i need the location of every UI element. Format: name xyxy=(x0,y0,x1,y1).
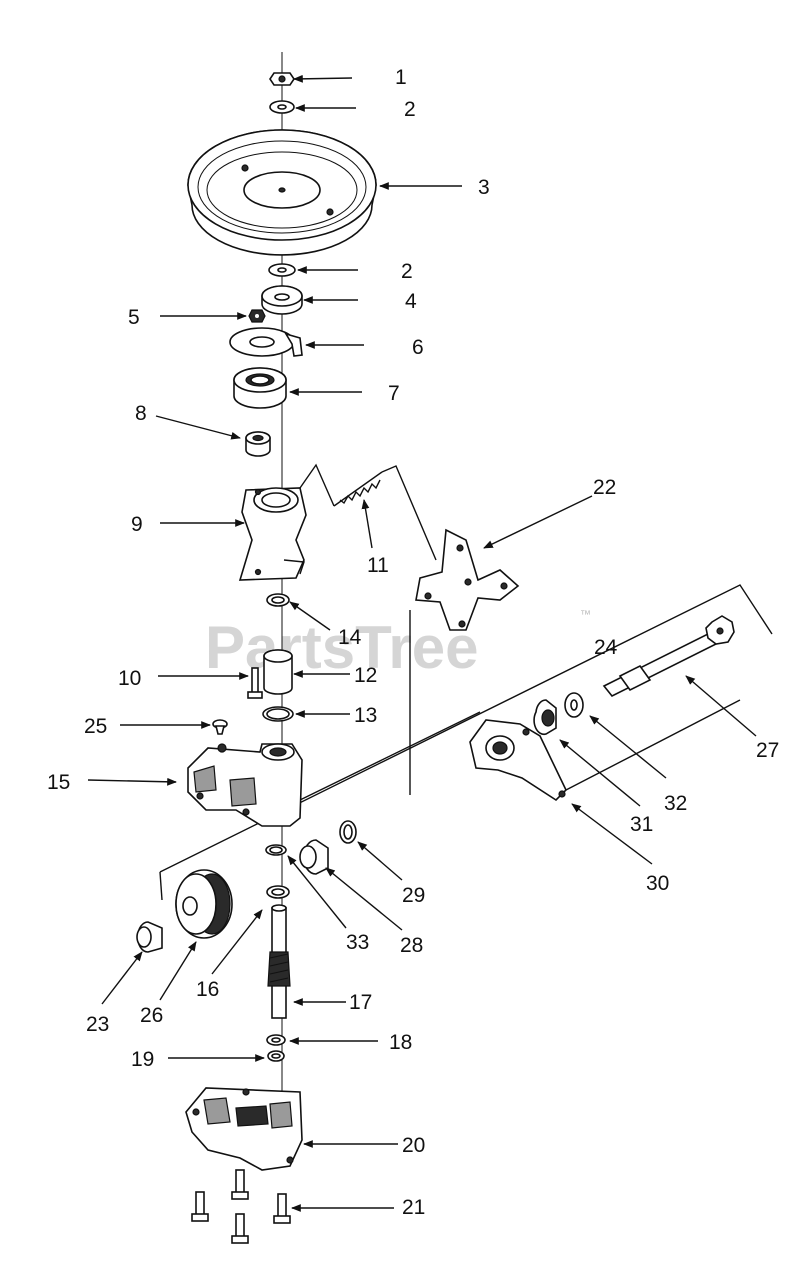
part-24-axle-outline xyxy=(159,584,773,901)
callout-6: 6 xyxy=(412,336,424,359)
callout-29: 29 xyxy=(402,884,425,907)
callout-16: 16 xyxy=(196,978,219,1001)
callout-8: 8 xyxy=(135,402,147,425)
callout-13: 13 xyxy=(354,704,377,727)
callout-18: 18 xyxy=(389,1031,412,1054)
watermark-trademark: ™ xyxy=(580,609,591,621)
part-6-bracket xyxy=(229,327,303,357)
callout-7: 7 xyxy=(388,382,400,405)
callout-14: 14 xyxy=(338,626,362,649)
part-4-hub xyxy=(261,285,303,315)
part-7-bearing xyxy=(233,367,287,409)
part-33-washer xyxy=(265,844,287,856)
part-32-washer xyxy=(564,692,584,718)
part-16-washer xyxy=(266,885,290,899)
callout-2: 2 xyxy=(404,98,416,121)
part-11-spring-link xyxy=(299,463,437,561)
callout-25: 25 xyxy=(84,715,107,738)
part-10-bolt xyxy=(247,667,263,699)
part-8-bushing xyxy=(245,431,271,457)
part-18-washer xyxy=(266,1034,286,1046)
callout-30: 30 xyxy=(646,872,669,895)
callout-32: 32 xyxy=(664,792,687,815)
callout-17: 17 xyxy=(349,991,372,1014)
callout-28: 28 xyxy=(400,934,423,957)
part-12-bushing xyxy=(263,649,293,695)
part-5-nut xyxy=(248,309,266,323)
leader-arrows xyxy=(87,74,757,1212)
callout-31: 31 xyxy=(630,813,653,836)
callout-5: 5 xyxy=(128,306,140,329)
callout-23: 23 xyxy=(86,1013,109,1036)
part-21-bolts xyxy=(191,1169,291,1244)
part-27-output-shaft xyxy=(602,615,735,698)
part-23-bushing xyxy=(136,921,163,953)
part-31-bushing xyxy=(533,699,557,736)
callout-4: 4 xyxy=(405,290,417,313)
callout-12: 12 xyxy=(354,664,377,687)
callout-22: 22 xyxy=(593,476,616,499)
part-20-lower-housing xyxy=(185,1087,303,1171)
callout-10: 10 xyxy=(118,667,141,690)
part-28-bushing xyxy=(299,839,329,875)
part-17-worm-shaft xyxy=(267,904,291,1019)
callout-24: 24 xyxy=(594,636,618,659)
part-14-ring xyxy=(266,593,290,607)
watermark-text: PartsTree xyxy=(205,614,479,681)
callout-11: 11 xyxy=(367,554,389,577)
callout-9: 9 xyxy=(131,513,143,536)
part-2-washer-lower xyxy=(268,263,296,277)
part-26-gear xyxy=(175,869,233,939)
callout-1: 1 xyxy=(395,66,407,89)
callout-3: 3 xyxy=(478,176,490,199)
part-1-nut xyxy=(269,72,295,86)
part-25-plug xyxy=(212,719,228,735)
callout-19: 19 xyxy=(131,1048,154,1071)
callout-33: 33 xyxy=(346,931,369,954)
callout-20: 20 xyxy=(402,1134,425,1157)
callout-27: 27 xyxy=(756,739,779,762)
part-9-shift-bracket xyxy=(238,487,307,581)
part-13-oring xyxy=(262,706,294,722)
callout-15: 15 xyxy=(47,771,70,794)
part-3-pulley xyxy=(187,129,377,256)
callout-21: 21 xyxy=(402,1196,425,1219)
part-22-bracket xyxy=(415,528,520,631)
callout-26: 26 xyxy=(140,1004,163,1027)
part-15-upper-housing xyxy=(187,743,303,827)
part-19-washer xyxy=(267,1050,285,1062)
part-29-ring xyxy=(339,820,357,844)
callout-2: 2 xyxy=(401,260,413,283)
part-30-plate xyxy=(469,719,567,802)
part-2-washer-top xyxy=(269,100,295,114)
